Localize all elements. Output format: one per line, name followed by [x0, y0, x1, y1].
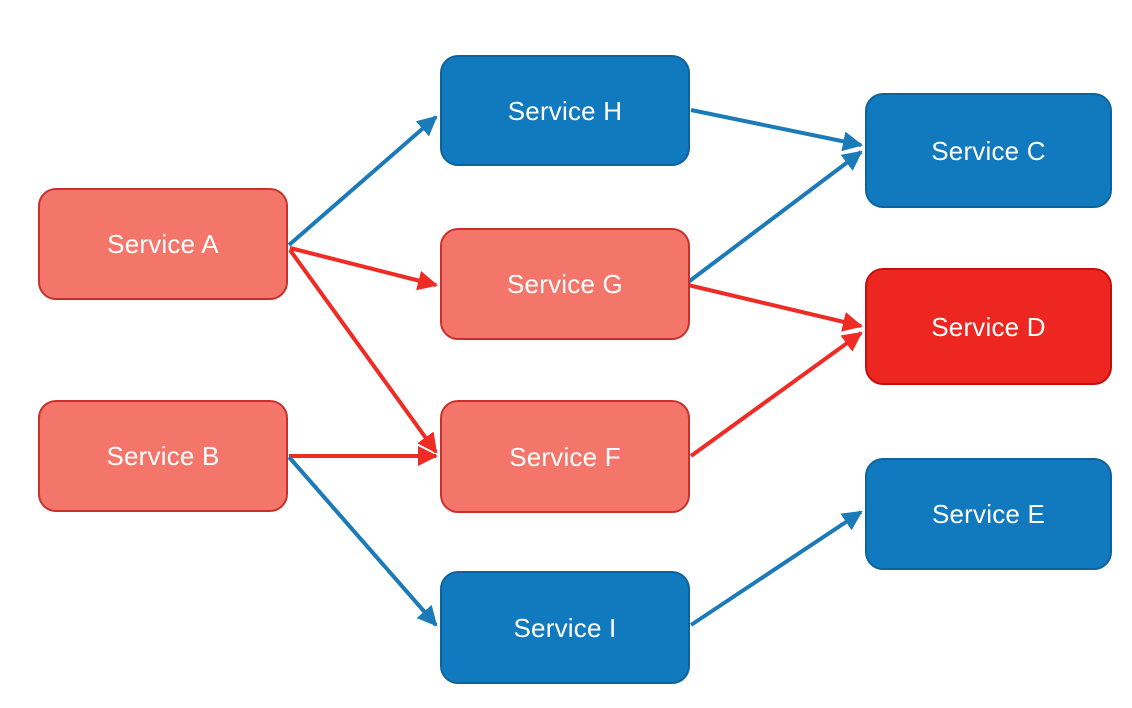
node-service-e[interactable]: Service E [865, 458, 1112, 570]
edge-g-to-c [685, 150, 863, 285]
node-service-f[interactable]: Service F [440, 400, 690, 513]
edge-b-to-i [287, 455, 438, 627]
node-service-h[interactable]: Service H [440, 55, 690, 166]
node-label: Service F [509, 441, 621, 472]
edge-h-to-c [690, 108, 863, 152]
edge-a-to-g [289, 246, 438, 291]
edge-i-to-e [689, 510, 863, 627]
node-label: Service D [931, 311, 1046, 342]
node-label: Service A [107, 229, 219, 259]
node-service-b[interactable]: Service B [38, 400, 288, 512]
node-label: Service G [507, 269, 623, 299]
node-label: Service C [931, 135, 1046, 166]
edge-a-to-f [288, 248, 438, 454]
node-service-g[interactable]: Service G [440, 228, 690, 340]
node-service-a[interactable]: Service A [38, 188, 288, 300]
edge-g-to-d [687, 283, 863, 332]
node-service-i[interactable]: Service I [440, 571, 690, 684]
node-label: Service E [931, 499, 1046, 529]
node-label: Service B [106, 441, 220, 471]
node-service-d[interactable]: Service D [865, 268, 1112, 385]
edges-group [287, 108, 863, 627]
node-label: Service I [513, 612, 617, 643]
edge-f-to-d [689, 331, 863, 458]
node-label: Service H [507, 95, 623, 126]
edge-a-to-h [287, 115, 438, 247]
node-service-c[interactable]: Service C [865, 93, 1112, 208]
